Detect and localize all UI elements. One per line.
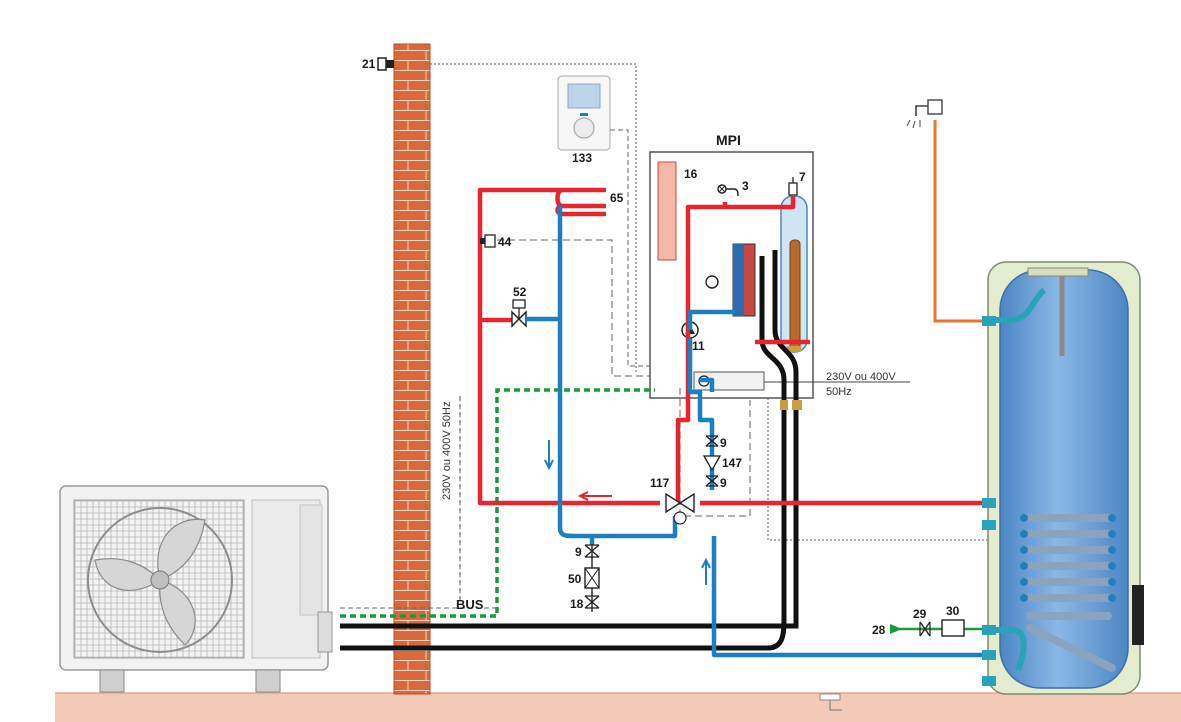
sensor-cable [430, 63, 637, 372]
label-18: 18 [570, 597, 584, 611]
voltage-vertical: 230V ou 400V 50Hz [441, 402, 453, 500]
hot-flow-arrow-icon [577, 491, 612, 501]
fill-valve-icon [584, 595, 600, 609]
filter-icon [702, 455, 722, 472]
voltage-right-line2: 50Hz [826, 386, 852, 398]
dhw-outlet-pipe [933, 120, 982, 323]
refrigerant-line-upper [340, 250, 799, 629]
shower-tap-icon [906, 99, 943, 129]
fan-blade-icon [94, 518, 206, 646]
label-117: 117 [650, 476, 670, 490]
label-44: 44 [498, 235, 512, 249]
room-thermostat: 133 [557, 75, 611, 165]
bus-label: BUS [456, 597, 484, 612]
safety-thermostat-icon [480, 234, 496, 248]
label-50: 50 [568, 572, 582, 586]
floor-drain-icon [819, 693, 842, 711]
isolating-valve-lower-icon [705, 475, 719, 487]
safety-valve-icon [717, 184, 739, 197]
disconnector-icon [584, 567, 600, 589]
label-3: 3 [742, 179, 749, 193]
voltage-right-line1: 230V ou 400V [826, 371, 896, 383]
refrigerant-line-lower [340, 256, 787, 651]
mpi-title: MPI [716, 132, 741, 148]
inlet-valve-icon [919, 621, 931, 637]
cold-flow-arrow-down-icon [544, 440, 554, 471]
drain-valve-icon [584, 544, 600, 558]
floor [55, 693, 1181, 722]
cold-flow-arrow-up-icon [701, 557, 711, 585]
three-way-valve-icon [665, 492, 695, 525]
label-65: 65 [610, 191, 624, 205]
brick-wall [393, 43, 431, 695]
isolating-valve-upper-icon [705, 435, 719, 447]
outdoor-sensor: 21 [362, 57, 394, 71]
bypass-valve-icon [511, 299, 527, 328]
label-9-drain: 9 [575, 545, 582, 559]
label-9-upper: 9 [720, 436, 727, 450]
air-vent-icon [788, 177, 798, 196]
hot-water-storage-tank [982, 261, 1144, 695]
label-11: 11 [692, 339, 705, 353]
thermostat-cable [610, 129, 650, 367]
mpi-module: MPI 16 3 7 11 [649, 132, 814, 399]
label-30: 30 [946, 604, 960, 618]
control-wire-tank [767, 398, 1000, 541]
cold-water-pipes [526, 206, 993, 658]
label-16: 16 [684, 167, 698, 181]
label-52: 52 [513, 285, 527, 299]
label-9-lower: 9 [720, 476, 727, 490]
label-133: 133 [572, 151, 592, 165]
label-29: 29 [913, 607, 927, 621]
control-wire-valve [679, 388, 751, 517]
inlet-check-icon [890, 624, 902, 634]
label-28: 28 [872, 623, 886, 637]
label-21: 21 [362, 57, 376, 71]
outdoor-heat-pump-unit [59, 485, 333, 693]
label-147: 147 [722, 456, 742, 470]
control-wire-44 [497, 239, 650, 377]
label-7: 7 [799, 170, 806, 184]
safety-group-icon [941, 619, 965, 637]
